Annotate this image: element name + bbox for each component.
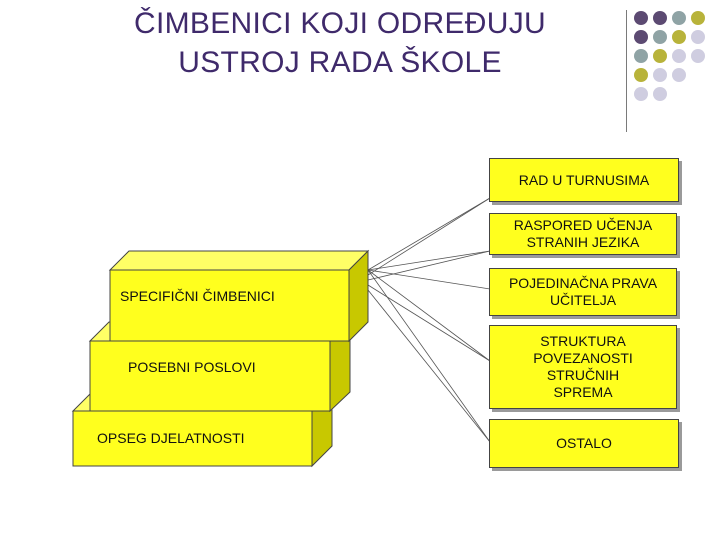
decorative-dot [634, 49, 648, 63]
box-raspored-ucenja: RASPORED UČENJA STRANIH JEZIKA [489, 213, 677, 255]
decorative-dot [653, 49, 667, 63]
decorative-dot [691, 11, 705, 25]
box-ostalo: OSTALO [489, 419, 679, 468]
box-pojedinacna-prava: POJEDINAČNA PRAVA UČITELJA [489, 268, 677, 316]
decorative-dot [672, 49, 686, 63]
decorative-dot [691, 49, 705, 63]
connector-line-5 [367, 269, 491, 443]
decorative-dot [672, 68, 686, 82]
connector-line-2 [367, 250, 491, 271]
decorative-dot [653, 87, 667, 101]
decorative-dot [691, 30, 705, 44]
connector-line-4 [367, 269, 491, 362]
box-rad-u-turnusima: RAD U TURNUSIMA [489, 158, 679, 202]
connector-line-1 [367, 197, 491, 271]
connector-lines [367, 197, 491, 443]
decorative-dot [634, 87, 648, 101]
decorative-dot [634, 30, 648, 44]
decorative-dot [672, 11, 686, 25]
step-label-posebni: POSEBNI POSLOVI [128, 359, 256, 375]
decorative-dot [634, 68, 648, 82]
slide-title: ČIMBENICI KOJI ODREĐUJU USTROJ RADA ŠKOL… [60, 4, 620, 82]
connector-line-3 [367, 269, 491, 290]
step-label-opseg: OPSEG DJELATNOSTI [97, 430, 245, 446]
box-struktura-povezanosti: STRUKTURA POVEZANOSTI STRUČNIH SPREMA [489, 325, 677, 409]
title-line-2: USTROJ RADA ŠKOLE [178, 46, 502, 79]
decorative-dot [653, 30, 667, 44]
decorative-dot [672, 30, 686, 44]
decorative-dot [653, 68, 667, 82]
step-label-specificni: SPECIFIČNI ČIMBENICI [120, 288, 275, 304]
title-line-1: ČIMBENICI KOJI ODREĐUJU [134, 7, 546, 40]
decorative-divider [626, 10, 627, 132]
step-specificni-cimbenici [108, 249, 370, 343]
decorative-dot [634, 11, 648, 25]
decorative-dot [653, 11, 667, 25]
